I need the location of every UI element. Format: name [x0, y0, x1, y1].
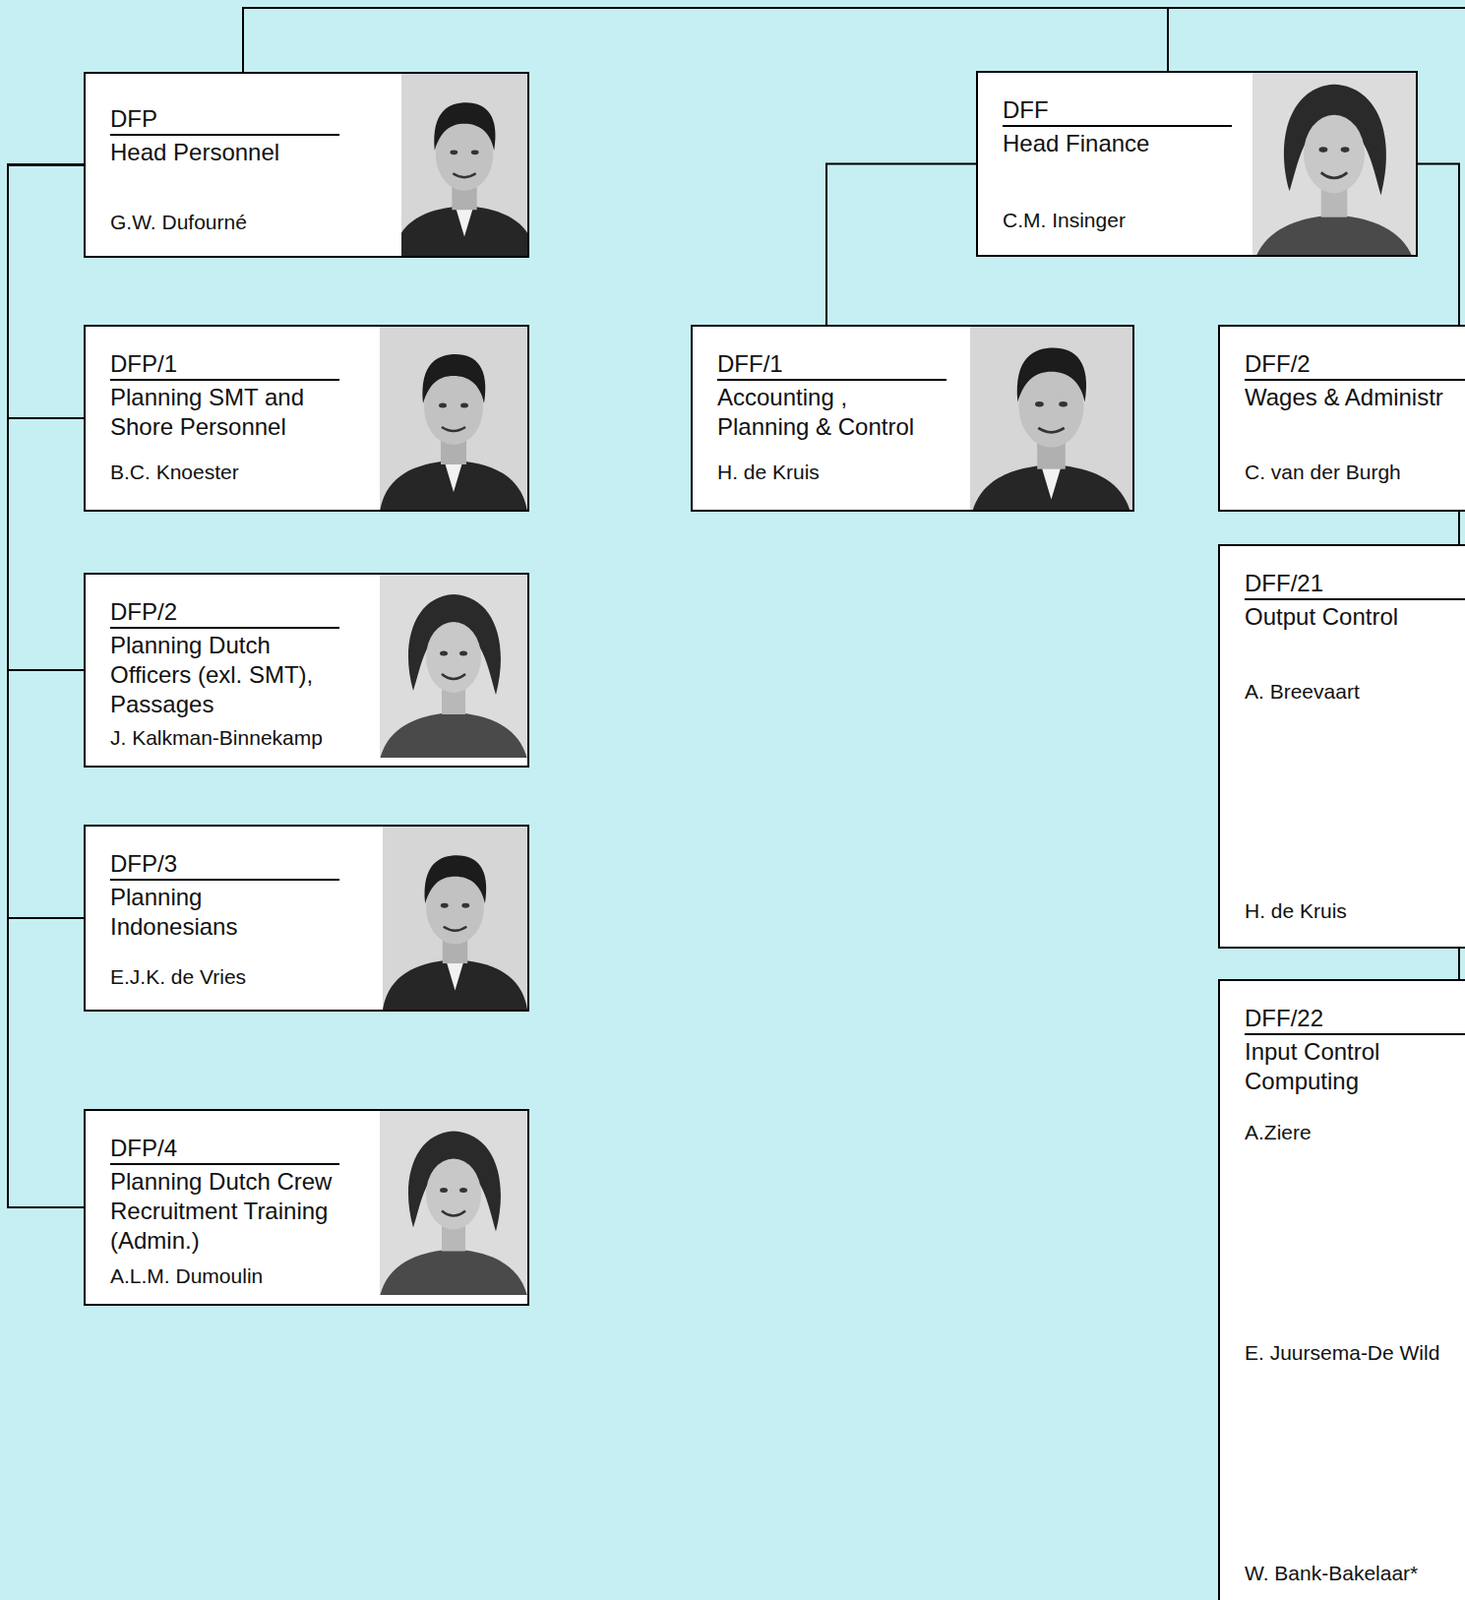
unit-code: DFF/1 [717, 350, 947, 381]
person-name: A. Breevaart [1244, 678, 1465, 705]
person-name: E. Juursema-De Wild [1244, 1340, 1465, 1366]
unit-code: DFP [110, 105, 340, 136]
person-name: H. de Kruis [1244, 898, 1465, 924]
unit-code: DFF [1002, 96, 1232, 127]
portrait-photo [382, 826, 528, 1010]
connector-line [7, 165, 84, 420]
unit-code: DFF/21 [1244, 569, 1465, 601]
org-box: DFP/4Planning Dutch Crew Recruitment Tra… [83, 1108, 530, 1306]
person-name: B.C. Knoester [110, 459, 528, 486]
org-box: DFP/3Planning IndonesiansE.J.K. de Vries [83, 824, 530, 1012]
unit-title: Accounting , Planning & Control [717, 382, 939, 442]
person-name: G.W. Dufourné [110, 209, 528, 236]
unit-title: Planning Dutch Officers (exl. SMT), Pass… [110, 630, 357, 720]
person-name: A.Ziere [1244, 1119, 1465, 1146]
unit-title: Planning Dutch Crew Recruitment Training… [110, 1166, 357, 1256]
portrait-photo [392, 73, 537, 256]
unit-title: Input Control Computing [1244, 1037, 1465, 1097]
unit-title: Wages & Administr [1244, 382, 1465, 413]
connector-line [1458, 511, 1461, 545]
unit-code: DFF/22 [1244, 1004, 1465, 1036]
portrait-photo [379, 1109, 528, 1297]
person-name: C.M. Insinger [1002, 207, 1416, 234]
portrait-photo [379, 572, 528, 760]
portrait-photo [1252, 60, 1416, 267]
person-name: A.L.M. Dumoulin [110, 1263, 528, 1289]
connector-line [7, 165, 84, 1209]
org-box: DFPHead PersonnelG.W. Dufourné [83, 71, 530, 258]
org-line [1165, 6, 1465, 9]
person-name: C. van der Burgh [1244, 459, 1465, 486]
person-name: H. de Kruis [717, 459, 1133, 486]
unit-code: DFP/3 [110, 850, 340, 881]
unit-title: Head Finance [1002, 128, 1239, 159]
connector-line [1417, 164, 1460, 326]
person-name: W. Bank-Bakelaar* [1244, 1560, 1465, 1587]
portrait-photo [970, 315, 1133, 522]
portrait-photo [379, 324, 528, 512]
org-box: DFF/22Input Control ComputingA.Ziere E. J… [1218, 978, 1465, 1600]
unit-title: Planning SMT and Shore Personnel [110, 382, 357, 442]
unit-code: DFP/4 [110, 1134, 340, 1165]
org-box: DFFHead FinanceC.M. Insinger [976, 70, 1418, 257]
connector-line [826, 164, 977, 326]
unit-code: DFP/2 [110, 598, 340, 629]
unit-code: DFF/2 [1244, 350, 1465, 381]
org-box: DFF/21Output Control A. Breevaart H. de Kr… [1218, 544, 1465, 949]
org-box: DFF/2Wages & Administr C. van der Burgh [1218, 324, 1465, 512]
person-name: E.J.K. de Vries [110, 964, 528, 990]
org-box: DFP/2Planning Dutch Officers (exl. SMT),… [83, 572, 530, 768]
unit-title: Output Control [1244, 602, 1465, 632]
connector-line [7, 165, 84, 919]
org-box: DFP/1Planning SMT and Shore PersonnelB.C… [83, 324, 530, 512]
unit-title: Planning Indonesians [110, 882, 288, 942]
person-name: J. Kalkman-Binnekamp [110, 725, 528, 751]
unit-title: Head Personnel [110, 137, 367, 168]
org-box: DFF/1Accounting , Planning & Control H. d… [690, 324, 1135, 512]
connector-line [243, 7, 1168, 72]
connector-line [7, 165, 84, 672]
connector-line [1458, 948, 1461, 979]
unit-code: DFP/1 [110, 350, 340, 381]
